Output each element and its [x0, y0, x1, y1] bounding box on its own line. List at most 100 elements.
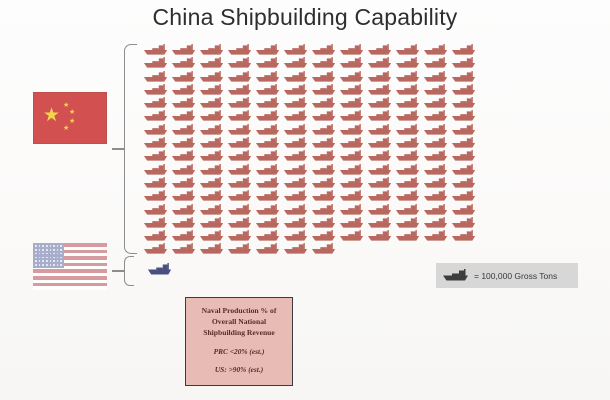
- ship-icon: [171, 203, 199, 217]
- ship-icon: [143, 97, 171, 110]
- ship-icon: [367, 216, 395, 230]
- ship-icon: [199, 57, 227, 70]
- ship-icon: [339, 83, 367, 97]
- us-flag-star: [56, 256, 59, 259]
- ship-icon: [255, 163, 283, 177]
- us-flag-star: [49, 264, 52, 266]
- ship-icon: [367, 176, 395, 190]
- ship-icon: [423, 70, 451, 84]
- us-flag-star: [49, 256, 52, 259]
- legend-ship-icon: [442, 269, 470, 282]
- ship-icon: [423, 110, 451, 123]
- us-flag-star: [56, 249, 59, 251]
- ship-icon: [311, 123, 339, 137]
- ship-row: [143, 163, 483, 177]
- us-flag-star: [56, 264, 59, 266]
- ship-icon: [199, 203, 227, 217]
- ship-row: [143, 190, 483, 203]
- ship-icon: [171, 216, 199, 230]
- ship-icon: [423, 83, 451, 97]
- ship-icon: [199, 176, 227, 190]
- ship-icon: [283, 243, 311, 256]
- ship-icon: [227, 137, 255, 150]
- ship-icon: [311, 150, 339, 163]
- ship-icon: [255, 150, 283, 163]
- china-ship-pictogram-grid: [143, 44, 483, 257]
- ship-icon: [199, 216, 227, 230]
- ship-icon: [171, 243, 199, 256]
- ship-icon: [395, 203, 423, 217]
- us-flag-star: [46, 256, 48, 259]
- ship-icon: [143, 230, 171, 243]
- ship-icon: [451, 137, 479, 150]
- us-flag: [33, 243, 107, 290]
- ship-icon: [395, 44, 423, 57]
- us-flag-star: [38, 252, 41, 255]
- ship-icon: [199, 150, 227, 163]
- ship-icon: [143, 176, 171, 190]
- ship-icon: [395, 150, 423, 163]
- ship-icon: [451, 176, 479, 190]
- ship-icon: [311, 70, 339, 84]
- ship-icon: [171, 57, 199, 70]
- ship-icon: [283, 110, 311, 123]
- ship-icon: [171, 137, 199, 150]
- ship-icon: [143, 150, 171, 163]
- us-ship-icon: [147, 263, 173, 276]
- ship-icon: [255, 70, 283, 84]
- ship-icon: [227, 70, 255, 84]
- ship-row: [143, 176, 483, 190]
- ship-icon: [339, 97, 367, 110]
- ship-row: [143, 83, 483, 97]
- ship-icon: [339, 190, 367, 203]
- ship-icon: [395, 163, 423, 177]
- ship-icon: [339, 216, 367, 230]
- us-flag-star: [60, 245, 62, 247]
- china-flag-small-star: ★: [63, 125, 70, 132]
- us-flag-stripe: [33, 269, 107, 273]
- ship-row: [143, 150, 483, 163]
- ship-icon: [311, 243, 339, 256]
- ship-icon: [451, 97, 479, 110]
- ship-row: [143, 203, 483, 217]
- ship-icon: [451, 190, 479, 203]
- ship-icon: [255, 110, 283, 123]
- ship-icon: [451, 44, 479, 57]
- china-flag-small-star: ★: [69, 109, 76, 116]
- ship-icon: [423, 203, 451, 217]
- ship-icon: [311, 110, 339, 123]
- ship-icon: [283, 176, 311, 190]
- ship-icon: [395, 137, 423, 150]
- ship-icon: [423, 150, 451, 163]
- ship-icon: [311, 216, 339, 230]
- naval-production-note-box: Naval Production % of Overall National S…: [185, 297, 293, 386]
- ship-icon: [367, 44, 395, 57]
- china-flag: ★ ★ ★ ★ ★: [33, 92, 107, 144]
- ship-row: [143, 97, 483, 110]
- ship-row: [143, 44, 483, 57]
- ship-icon: [311, 57, 339, 70]
- us-bracket: [124, 256, 134, 286]
- china-flag-large-star: ★: [43, 105, 61, 126]
- ship-icon: [395, 123, 423, 137]
- ship-icon: [199, 110, 227, 123]
- ship-icon: [143, 110, 171, 123]
- ship-icon: [367, 97, 395, 110]
- ship-icon: [143, 57, 171, 70]
- ship-icon: [451, 57, 479, 70]
- ship-icon: [423, 137, 451, 150]
- ship-icon: [171, 230, 199, 243]
- ship-icon: [255, 44, 283, 57]
- ship-row: [143, 243, 483, 256]
- ship-row: [143, 123, 483, 137]
- ship-icon: [171, 163, 199, 177]
- page-title: China Shipbuilding Capability: [152, 4, 458, 30]
- us-flag-star: [46, 249, 48, 251]
- us-flag-stripe: [33, 256, 107, 260]
- ship-icon: [227, 97, 255, 110]
- us-flag-star: [53, 245, 55, 247]
- ship-icon: [367, 150, 395, 163]
- ship-row: [143, 70, 483, 84]
- us-flag-star: [35, 256, 37, 259]
- us-flag-star: [53, 256, 55, 259]
